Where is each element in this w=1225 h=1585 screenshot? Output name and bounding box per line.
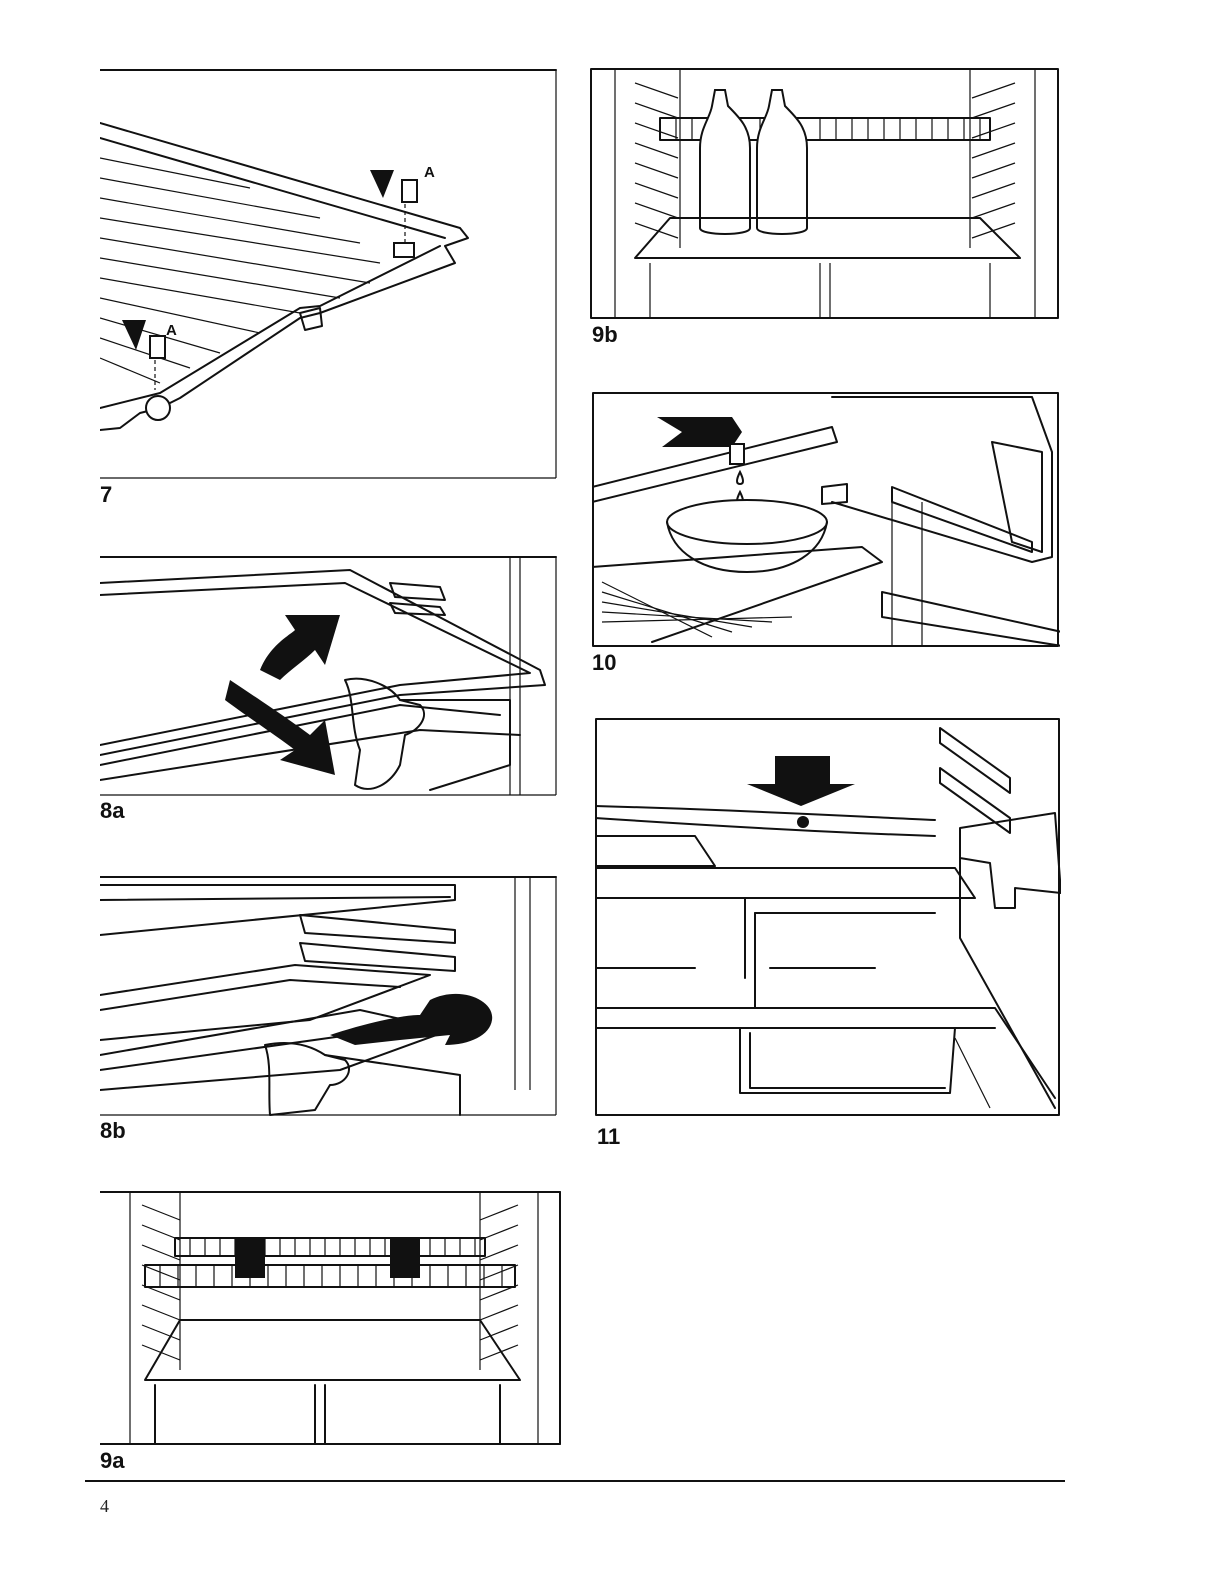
figure-8a-label: 8a: [100, 798, 124, 824]
figure-9b-panel: [590, 68, 1060, 320]
figure-10-label: 10: [592, 650, 616, 676]
figure-9a-panel: [100, 1190, 562, 1446]
figure-8b-panel: [100, 875, 558, 1117]
figure-8a-illustration: [100, 555, 558, 797]
figure-11-illustration: [595, 718, 1061, 1118]
figure-9b-label: 9b: [592, 322, 618, 348]
figure-9a-illustration: [100, 1190, 562, 1446]
figure-8b-illustration: [100, 875, 558, 1117]
figure-9a-label: 9a: [100, 1448, 124, 1474]
figure-10-panel: [592, 392, 1060, 648]
figure-10-illustration: [592, 392, 1060, 648]
callout-a-left: A: [166, 322, 177, 339]
figure-7-panel: A A: [100, 68, 558, 480]
figure-8a-panel: [100, 555, 558, 797]
figure-7-illustration: [100, 68, 558, 480]
footer-rule: [85, 1480, 1065, 1482]
figure-11-label: 11: [597, 1124, 620, 1150]
page-number: 4: [100, 1496, 109, 1517]
figure-9b-illustration: [590, 68, 1060, 320]
figure-11-panel: [595, 718, 1061, 1118]
figure-8b-label: 8b: [100, 1118, 126, 1144]
figure-7-label: 7: [100, 482, 112, 508]
callout-a-right: A: [424, 164, 435, 181]
